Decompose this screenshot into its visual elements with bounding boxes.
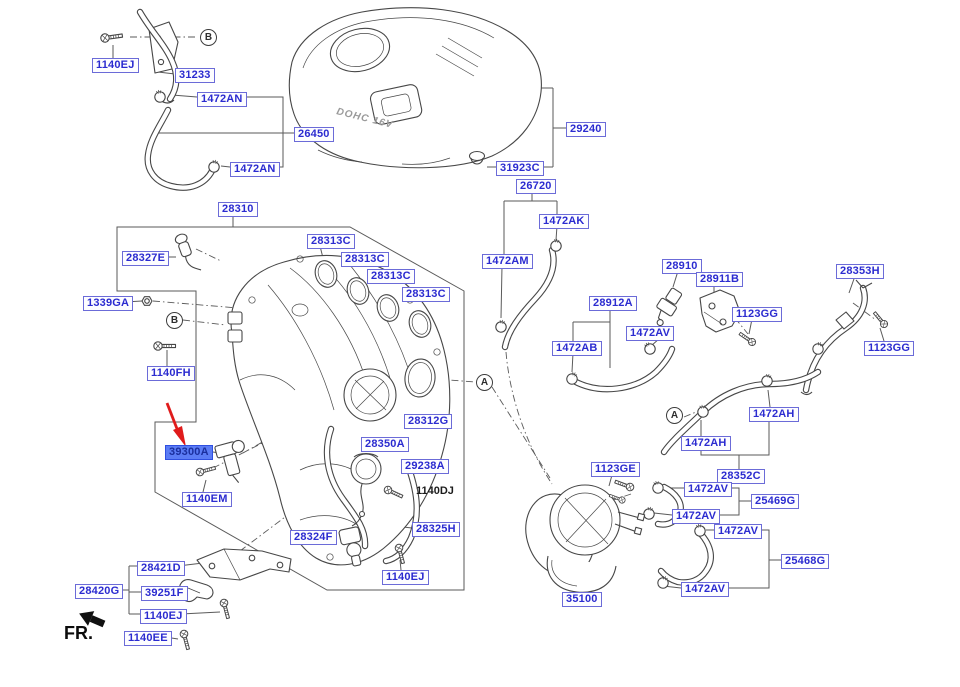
fr-orientation-label: FR. bbox=[64, 623, 93, 643]
part-label-29240[interactable]: 29240 bbox=[566, 122, 606, 137]
part-label-28313C[interactable]: 28313C bbox=[402, 287, 450, 302]
part-label-28310[interactable]: 28310 bbox=[218, 202, 258, 217]
pipe-28353H bbox=[800, 279, 890, 396]
part-label-28312G[interactable]: 28312G bbox=[404, 414, 453, 429]
part-label-28353H[interactable]: 28353H bbox=[836, 264, 884, 279]
purge-valve-assembly bbox=[323, 425, 420, 567]
gaskets-28313C bbox=[314, 260, 432, 338]
part-label-1472AN[interactable]: 1472AN bbox=[197, 92, 247, 107]
part-label-1472AB[interactable]: 1472AB bbox=[552, 341, 602, 356]
part-label-28313C[interactable]: 28313C bbox=[307, 234, 355, 249]
part-label-1472AV[interactable]: 1472AV bbox=[626, 326, 675, 341]
engine-cover: DOHC 16V bbox=[288, 7, 542, 169]
throttle-body-35100 bbox=[525, 477, 646, 593]
valve-28910-bracket-28911B bbox=[564, 287, 758, 393]
hose-28352C bbox=[660, 368, 822, 456]
part-label-1140EM[interactable]: 1140EM bbox=[182, 492, 232, 507]
part-label-31233[interactable]: 31233 bbox=[175, 68, 215, 83]
part-label-1472AV[interactable]: 1472AV bbox=[714, 524, 763, 539]
part-label-28325H[interactable]: 28325H bbox=[412, 522, 460, 537]
part-label-26450[interactable]: 26450 bbox=[294, 127, 334, 142]
part-label-1140EJ[interactable]: 1140EJ bbox=[382, 570, 429, 585]
ref-circle-A: A bbox=[476, 374, 493, 391]
part-label-1140FH[interactable]: 1140FH bbox=[147, 366, 195, 381]
brackets-bottom-left bbox=[178, 548, 292, 651]
part-label-1140EE[interactable]: 1140EE bbox=[124, 631, 172, 646]
part-label-28352C[interactable]: 28352C bbox=[717, 469, 765, 484]
pipe-31233-assembly bbox=[99, 8, 221, 191]
oring-28312G bbox=[404, 358, 436, 398]
part-label-26720[interactable]: 26720 bbox=[516, 179, 556, 194]
hose-26720 bbox=[494, 237, 563, 351]
part-label-1140DJ[interactable]: 1140DJ bbox=[416, 485, 454, 497]
ref-circle-B: B bbox=[200, 29, 217, 46]
hose-25468G bbox=[655, 522, 714, 591]
part-label-1472AN[interactable]: 1472AN bbox=[230, 162, 280, 177]
fr-direction-arrow bbox=[79, 611, 106, 628]
part-label-1472AM[interactable]: 1472AM bbox=[482, 254, 533, 269]
part-label-35100[interactable]: 35100 bbox=[562, 592, 602, 607]
part-label-28350A[interactable]: 28350A bbox=[361, 437, 409, 452]
part-label-1472AK[interactable]: 1472AK bbox=[539, 214, 589, 229]
part-label-31923C[interactable]: 31923C bbox=[496, 161, 544, 176]
part-label-28910[interactable]: 28910 bbox=[662, 259, 702, 274]
part-label-28313C[interactable]: 28313C bbox=[367, 269, 415, 284]
part-label-1472AV[interactable]: 1472AV bbox=[672, 509, 721, 524]
part-label-28912A[interactable]: 28912A bbox=[589, 296, 637, 311]
part-label-29238A[interactable]: 29238A bbox=[401, 459, 449, 474]
sensor-39300A bbox=[194, 439, 245, 483]
intake-manifold bbox=[141, 233, 451, 566]
part-label-1123GG[interactable]: 1123GG bbox=[864, 341, 915, 356]
part-label-39300A[interactable]: 39300A bbox=[165, 445, 213, 460]
part-label-1123GE[interactable]: 1123GE bbox=[591, 462, 640, 477]
ref-circle-A: A bbox=[666, 407, 683, 424]
part-label-1472AH[interactable]: 1472AH bbox=[749, 407, 799, 422]
part-label-1140EJ[interactable]: 1140EJ bbox=[92, 58, 139, 73]
part-label-1123GG[interactable]: 1123GG bbox=[732, 307, 783, 322]
part-label-25468G[interactable]: 25468G bbox=[781, 554, 830, 569]
part-label-28324F[interactable]: 28324F bbox=[290, 530, 337, 545]
part-label-1472AH[interactable]: 1472AH bbox=[681, 436, 731, 451]
part-label-39251F[interactable]: 39251F bbox=[141, 586, 188, 601]
part-label-25469G[interactable]: 25469G bbox=[751, 494, 800, 509]
part-label-1472AV[interactable]: 1472AV bbox=[681, 582, 730, 597]
part-label-28313C[interactable]: 28313C bbox=[341, 252, 389, 267]
part-label-1339GA[interactable]: 1339GA bbox=[83, 296, 134, 311]
part-label-28911B[interactable]: 28911B bbox=[696, 272, 744, 287]
ref-circle-B: B bbox=[166, 312, 183, 329]
part-label-28421D[interactable]: 28421D bbox=[137, 561, 185, 576]
part-label-1472AV[interactable]: 1472AV bbox=[684, 482, 733, 497]
part-label-1140EJ[interactable]: 1140EJ bbox=[140, 609, 187, 624]
part-label-28420G[interactable]: 28420G bbox=[75, 584, 124, 599]
part-label-28327E[interactable]: 28327E bbox=[122, 251, 170, 266]
red-highlight-arrow bbox=[165, 402, 186, 447]
